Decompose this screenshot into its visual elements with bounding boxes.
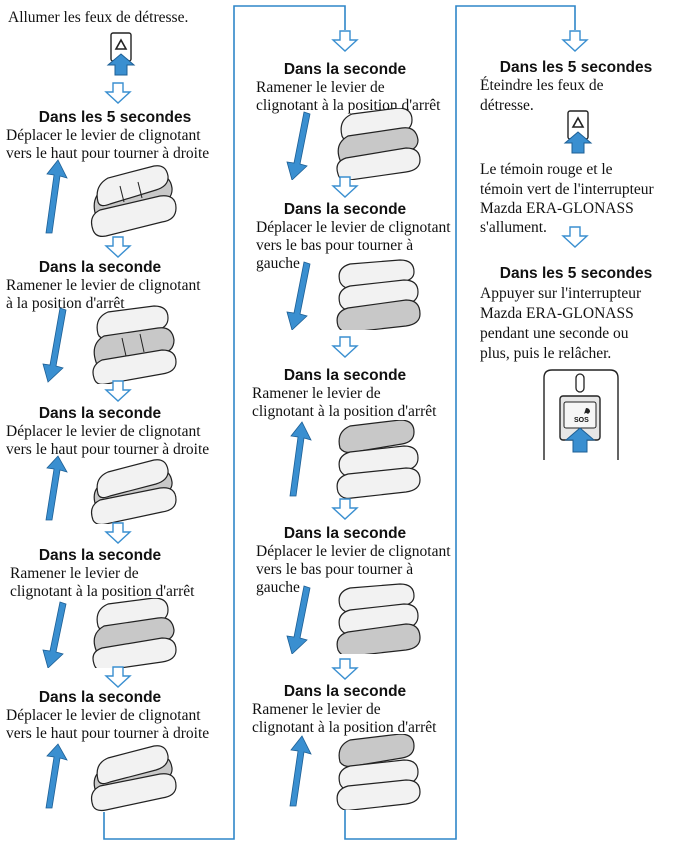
col2-step3-heading: Dans la seconde [283,367,407,384]
hazard-switch-illustration [104,32,138,81]
col1-step3-line2: vers le haut pour tourner à droite [6,441,210,458]
lever-up-arrow-icon [45,743,68,809]
press-arrow-icon [106,53,136,76]
turn-signal-lever-icon [90,459,177,526]
col1-step5-illustration [38,742,188,817]
down-flow-arrow-icon [561,226,589,253]
col3-step2-heading: Dans les 5 secondes [499,265,653,282]
col1-step1-line1: Déplacer le levier de clignotant [6,127,201,144]
col3-step2-line4: plus, puis le relâcher. [480,345,612,362]
col2-step3-line1: Ramener le levier de [252,385,381,402]
down-flow-arrow-icon [331,658,359,685]
col3-step2-line3: pendant une seconde ou [480,325,629,342]
lever-up-arrow-icon [45,159,68,234]
sos-label: SOS [574,417,589,424]
press-arrow-icon [564,427,596,453]
down-flow-arrow-icon [561,30,589,57]
col3-result-line3: Mazda ERA-GLONASS [480,200,634,217]
col3-result-line1: Le témoin rouge et le [480,161,613,178]
col2-step1-line1: Ramener le levier de [256,79,385,96]
col2-step2-illustration [282,258,432,335]
col1-step2-line2: à la position d'arrêt [6,295,125,312]
intro-text: Allumer les feux de détresse. [8,9,189,26]
col3-step2-line2: Mazda ERA-GLONASS [480,305,634,322]
down-flow-arrow-icon [104,236,132,263]
col2-step5-illustration [282,733,432,815]
col3-step1-line1: Éteindre les feux de [480,77,604,94]
lever-down-arrow-icon [42,601,67,669]
col1-step4-illustration [38,597,188,673]
lever-up-arrow-icon [289,735,312,807]
col1-step3-illustration [38,454,188,529]
col2-step5-line2: clignotant à la position d'arrêt [252,719,437,736]
col1-step3-line1: Déplacer le levier de clignotant [6,423,201,440]
turn-signal-lever-icon [336,419,421,499]
col3-step1-heading: Dans les 5 secondes [499,59,653,76]
down-flow-arrow-icon [104,666,132,693]
col1-step5-line2: vers le haut pour tourner à droite [6,725,210,742]
sos-switch-icon: SOS [559,395,601,441]
col2-step1-heading: Dans la seconde [283,61,407,78]
turn-signal-lever-icon [90,745,177,812]
press-arrow-icon [563,131,593,154]
turn-signal-lever-icon [336,259,421,333]
col1-step1-heading: Dans les 5 secondes [38,109,192,126]
lever-up-arrow-icon [289,421,312,497]
col2-step5-line1: Ramener le levier de [252,701,381,718]
col2-step4-line3: gauche [256,579,300,596]
col2-step3-line2: clignotant à la position d'arrêt [252,403,437,420]
col1-step4-line1: Ramener le levier de [10,565,139,582]
col3-result-line2: témoin vert de l'interrupteur [480,181,654,198]
col1-step5-heading: Dans la seconde [38,689,162,706]
turn-signal-lever-icon [336,733,421,811]
lever-down-arrow-icon [286,111,311,181]
col2-step4-illustration [282,582,432,659]
col2-step5-heading: Dans la seconde [283,683,407,700]
col2-step4-line1: Déplacer le levier de clignotant [256,543,451,560]
turn-signal-lever-icon [90,165,177,237]
lever-down-arrow-icon [286,261,311,331]
hazard-switch-icon [110,32,132,62]
col1-step3-heading: Dans la seconde [38,405,162,422]
down-flow-arrow-icon [331,498,359,525]
col1-step4-heading: Dans la seconde [38,547,162,564]
col1-step2-illustration [38,304,188,389]
down-flow-arrow-icon [331,30,359,57]
col2-step2-line3: gauche [256,255,300,272]
col2-step2-line1: Déplacer le levier de clignotant [256,219,451,236]
down-flow-arrow-icon [104,380,132,407]
hazard-switch-illustration-off [561,110,595,159]
turn-signal-lever-icon [336,107,421,181]
col3-step2-line1: Appuyer sur l'interrupteur [480,285,642,302]
col1-step2-heading: Dans la seconde [38,259,162,276]
col1-step1-line2: vers le haut pour tourner à droite [6,145,210,162]
col1-step2-line1: Ramener le levier de clignotant [6,277,201,294]
col2-step4-heading: Dans la seconde [283,525,407,542]
down-flow-arrow-icon [104,522,132,549]
col2-step4-line2: vers le bas pour tourner à [256,561,414,578]
col1-step1-illustration [38,158,188,243]
turn-signal-lever-icon [92,305,177,385]
col3-step1-line2: détresse. [480,97,534,114]
col2-step2-heading: Dans la seconde [283,201,407,218]
turn-signal-lever-icon [92,597,177,671]
down-flow-arrow-icon [331,176,359,203]
down-flow-arrow-icon [104,82,132,109]
col1-step5-line1: Déplacer le levier de clignotant [6,707,201,724]
col3-result-line4: s'allument. [480,219,547,236]
lever-up-arrow-icon [45,455,68,521]
col2-step3-illustration [282,419,432,505]
sos-switch-illustration: SOS [542,368,620,465]
turn-signal-lever-icon [336,583,421,657]
col2-step1-illustration [282,107,432,185]
col1-step4-line2: clignotant à la position d'arrêt [10,583,195,600]
lever-down-arrow-icon [42,307,67,383]
down-flow-arrow-icon [331,336,359,363]
col2-step2-line2: vers le bas pour tourner à [256,237,414,254]
lever-down-arrow-icon [286,585,311,655]
